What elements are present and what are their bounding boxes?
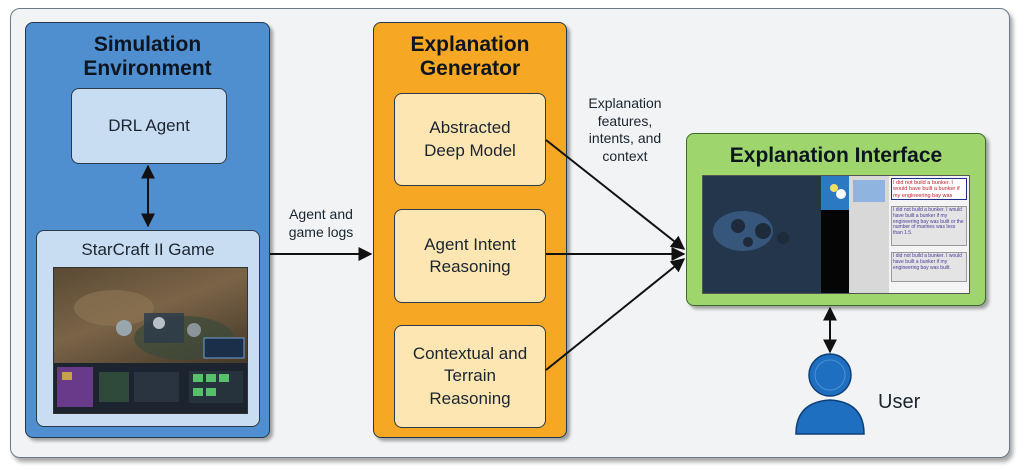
game-scene-image xyxy=(54,290,247,413)
starcraft-game-box: StarCraft II Game xyxy=(36,230,260,427)
explanation-message-2: I did not build a bunker. I would have b… xyxy=(891,206,967,246)
user-icon xyxy=(795,353,865,435)
explanation-interface-screenshot: I did not build a bunker. I would have b… xyxy=(702,175,970,294)
simulation-environment-panel: Simulation Environment DRL Agent StarCra… xyxy=(25,22,270,438)
explanation-generator-title: Explanation Generator xyxy=(410,33,530,81)
contextual-terrain-reasoning-box: Contextual and Terrain Reasoning xyxy=(394,325,546,428)
drl-agent-box: DRL Agent xyxy=(71,88,227,164)
explanation-generator-panel: Explanation Generator Abstracted Deep Mo… xyxy=(373,22,567,438)
agent-game-logs-label: Agent and game logs xyxy=(288,206,354,240)
abstracted-deep-model-box: Abstracted Deep Model xyxy=(394,93,546,186)
explanation-features-label: Explanation features, intents, and conte… xyxy=(588,95,662,164)
explanation-message-3: I did not build a bunker. I would have b… xyxy=(891,252,967,282)
deep-model-to-interface-arrow xyxy=(545,139,686,250)
context-to-interface-arrow xyxy=(545,258,686,371)
explanation-interface-title: Explanation Interface xyxy=(729,144,943,167)
explanation-message-1: I did not build a bunker. I would have b… xyxy=(891,178,967,200)
starcraft-game-label: StarCraft II Game xyxy=(81,240,215,259)
user-label: User xyxy=(878,391,921,413)
agent-intent-reasoning-box: Agent Intent Reasoning xyxy=(394,209,546,303)
explanation-interface-panel: Explanation Interface I did not build a … xyxy=(686,133,986,306)
starcraft-game-screenshot xyxy=(53,267,248,414)
simulation-environment-title: Simulation Environment xyxy=(83,33,212,81)
